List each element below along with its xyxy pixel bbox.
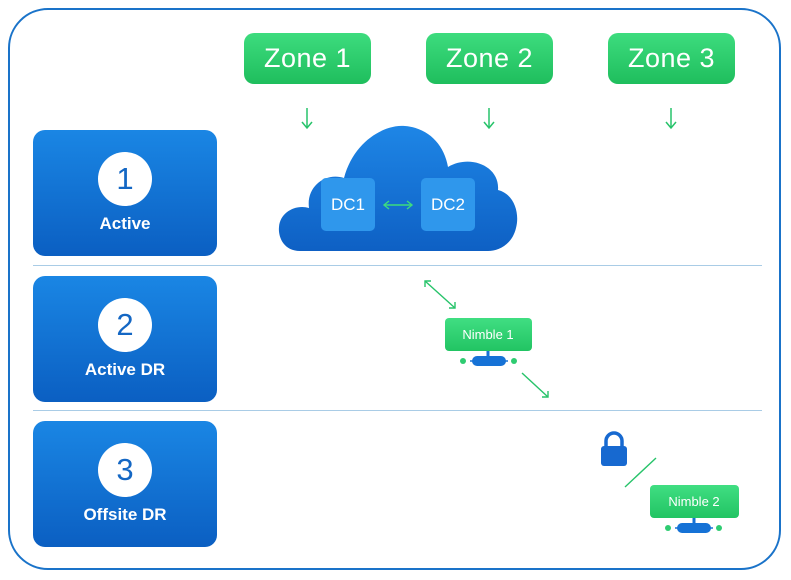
nimble-2-node: Nimble 2 — [650, 485, 739, 533]
replication-arrow-icon — [424, 280, 456, 309]
cloud-icon — [278, 125, 518, 251]
dc1-box: DC1 — [321, 178, 375, 231]
dc-sync-arrow-icon — [382, 200, 414, 210]
tier-2-label: Active DR — [84, 360, 166, 379]
lock-icon — [601, 431, 627, 466]
dc1-label: DC1 — [331, 195, 365, 214]
tier-divider-2 — [33, 410, 762, 411]
tier-3-number: 3 — [98, 443, 152, 497]
zone-3-down-arrow-icon — [665, 108, 677, 130]
dc2-box: DC2 — [421, 178, 475, 231]
tier-1-label: Active — [99, 214, 151, 233]
zone-2-header: Zone 2 — [426, 33, 553, 84]
nimble-1-label: Nimble 1 — [462, 327, 513, 342]
secure-link-line — [624, 457, 657, 488]
zone-1-down-arrow-icon — [301, 108, 313, 130]
tier-divider-1 — [33, 265, 762, 266]
nimble-2-label: Nimble 2 — [668, 494, 719, 509]
offsite-arrow-icon — [521, 372, 549, 398]
diagram-frame — [8, 8, 781, 570]
zone-3-label: Zone 3 — [627, 43, 716, 73]
dc2-label: DC2 — [431, 195, 465, 214]
nimble-1-node: Nimble 1 — [445, 318, 532, 366]
tier-3-label: Offsite DR — [83, 505, 167, 524]
tier-3-box: 3 Offsite DR — [33, 421, 217, 547]
tier-2-box: 2 Active DR — [33, 276, 217, 402]
zone-3-header: Zone 3 — [608, 33, 735, 84]
tier-2-number: 2 — [98, 298, 152, 352]
tier-1-box: 1 Active — [33, 130, 217, 256]
tier-1-number: 1 — [98, 152, 152, 206]
zone-1-label: Zone 1 — [263, 43, 352, 73]
zone-1-header: Zone 1 — [244, 33, 371, 84]
zone-2-label: Zone 2 — [445, 43, 534, 73]
zone-2-down-arrow-icon — [483, 108, 495, 130]
